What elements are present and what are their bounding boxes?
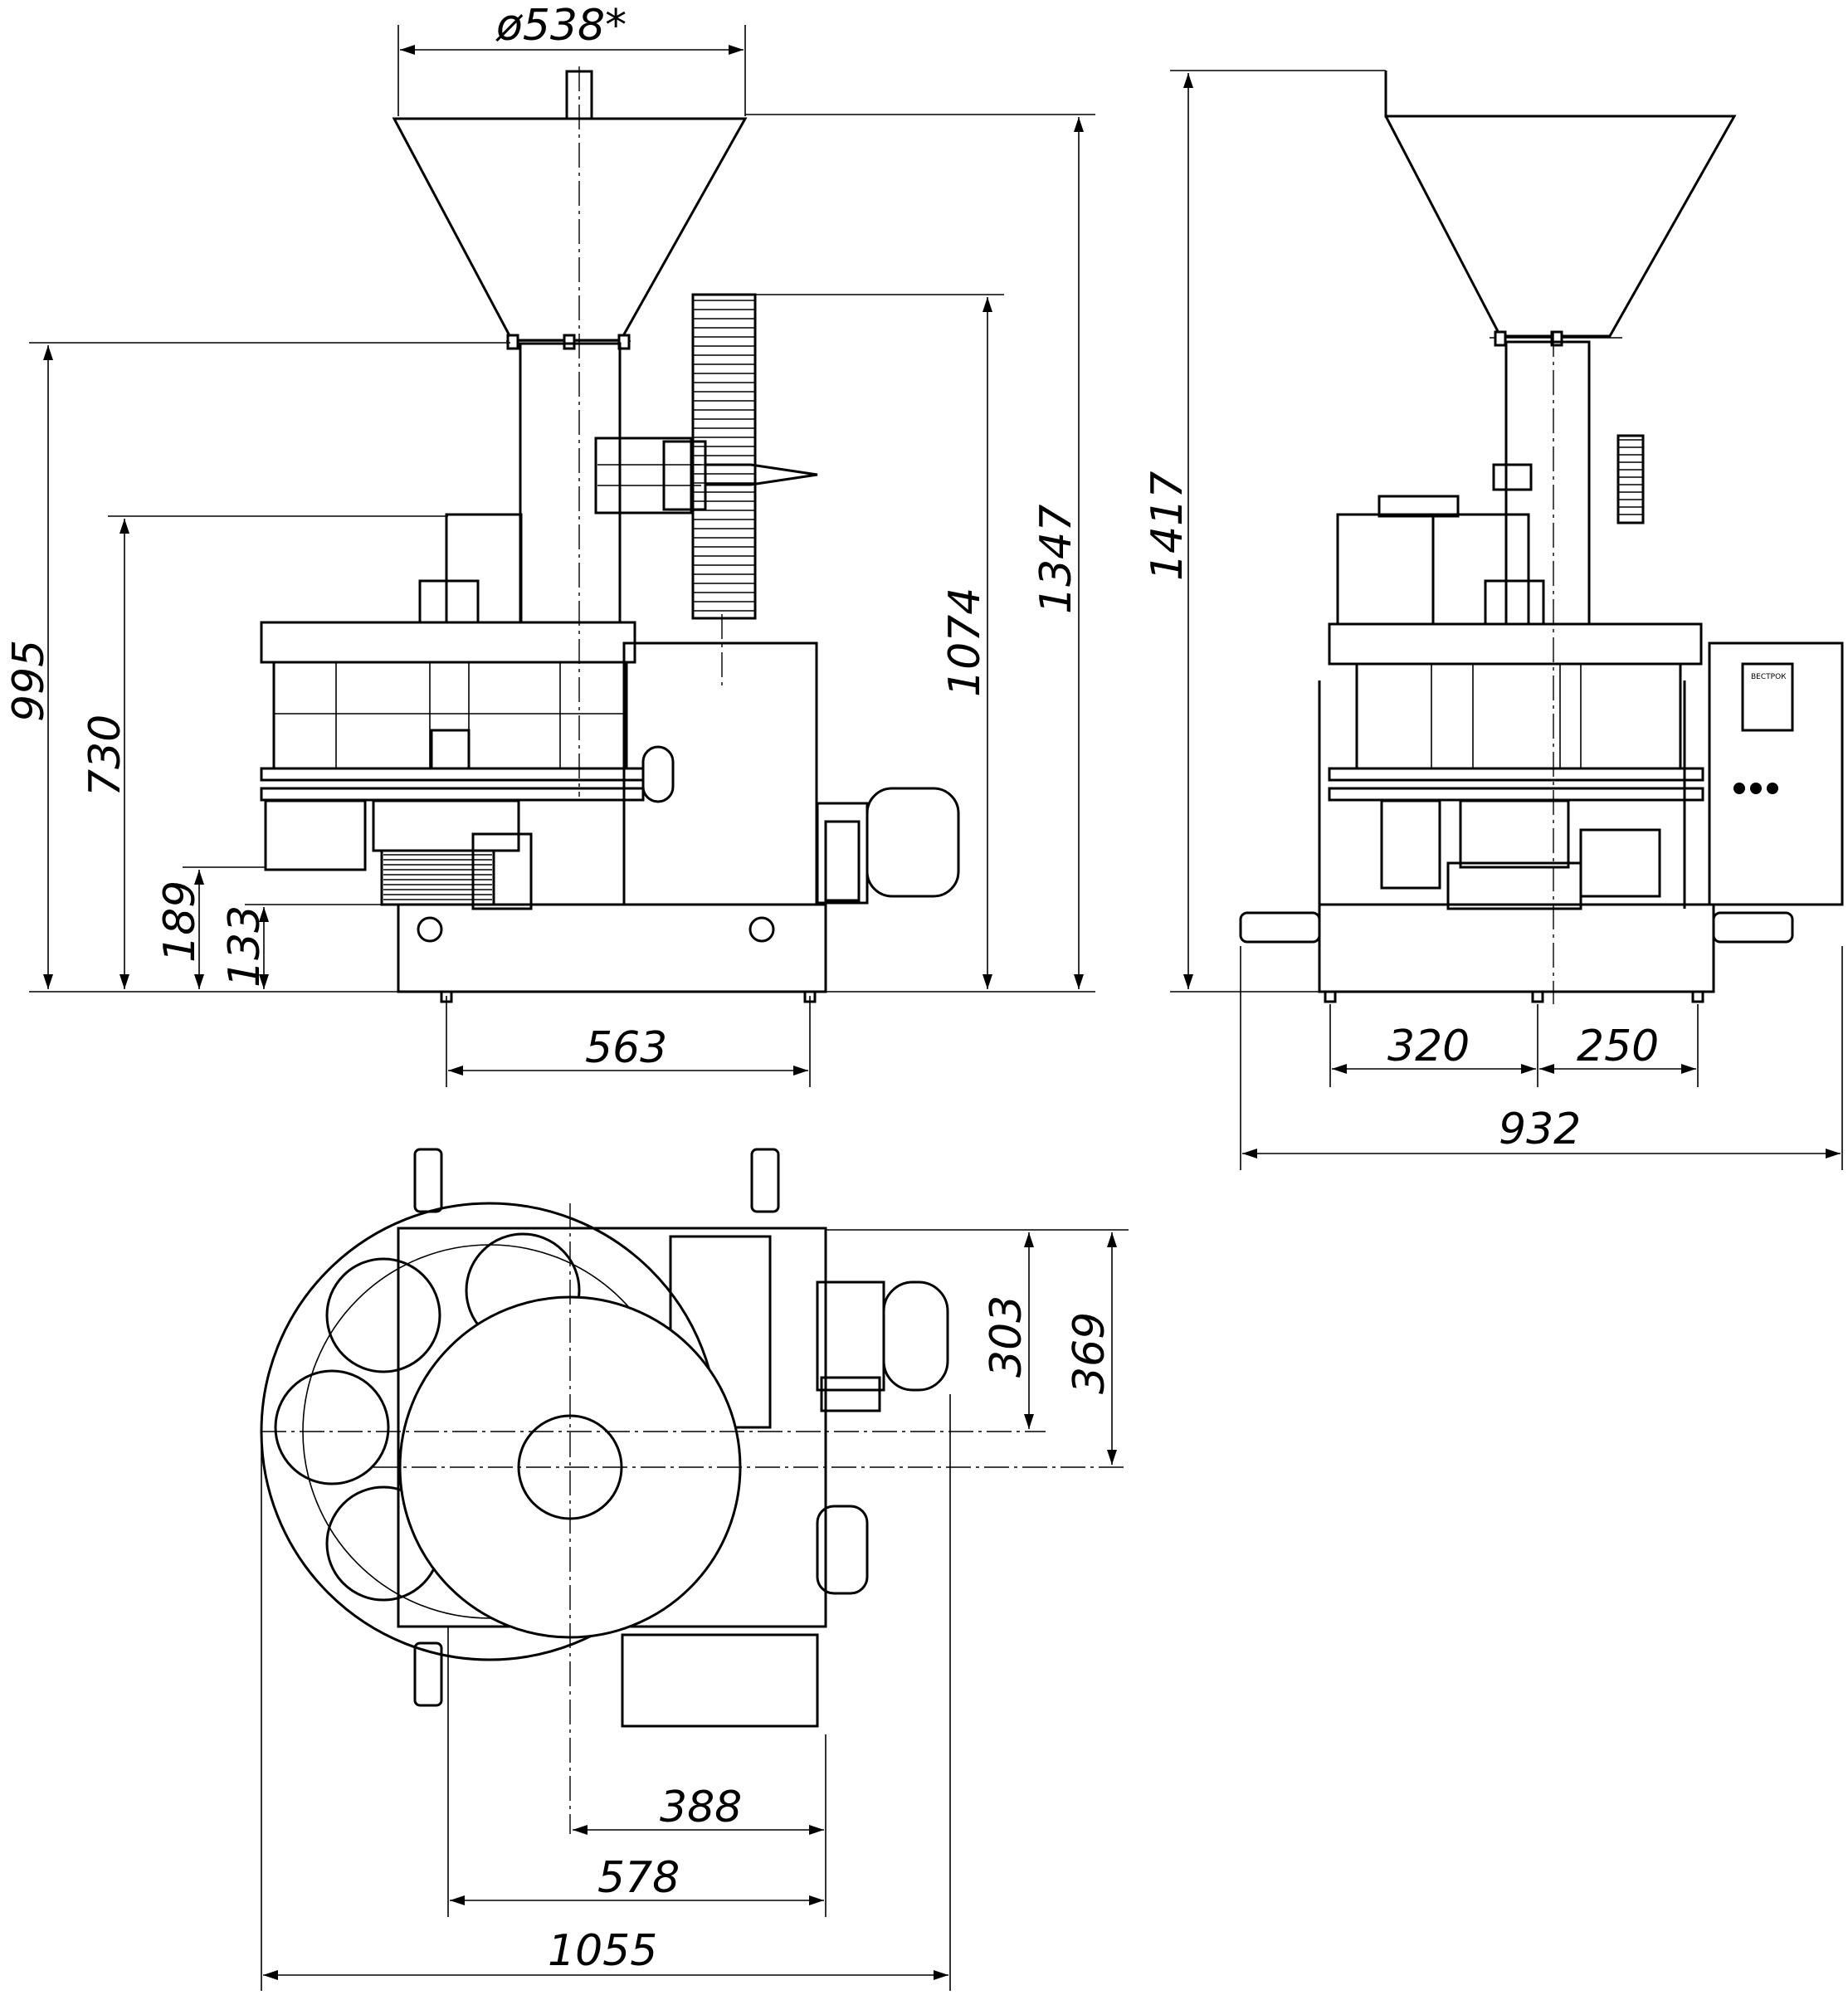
dim-320: 320 <box>1387 1022 1470 1071</box>
dim-189: 189 <box>155 880 205 963</box>
top-dimension-labels: 303 369 388 578 1055 <box>548 1295 1114 1976</box>
dim-995: 995 <box>4 640 54 722</box>
bellows <box>691 293 757 620</box>
dim-diameter: ø538* <box>495 1 627 51</box>
side-housing <box>1328 495 1704 802</box>
front-dimension-labels: ø538* 995 730 189 133 1074 1347 563 <box>4 1 1081 1073</box>
base-frame <box>397 903 827 1003</box>
dim-369: 369 <box>1065 1312 1114 1394</box>
dim-1074: 1074 <box>940 588 990 697</box>
dim-388: 388 <box>660 1783 742 1832</box>
side-motor <box>816 787 960 905</box>
dim-563: 563 <box>585 1023 667 1073</box>
side-view: ВЕСТРОК 1417 <box>1143 70 1844 1170</box>
front-dimensions <box>29 25 1095 1087</box>
dim-932: 932 <box>1499 1105 1581 1154</box>
upper-housing <box>445 513 523 624</box>
side-hopper <box>1384 71 1737 347</box>
panel-button-3 <box>1767 783 1778 794</box>
panel-button-1 <box>1733 783 1745 794</box>
dim-303: 303 <box>982 1295 1031 1378</box>
side-dimension-labels: 1417 320 250 932 <box>1143 471 1659 1154</box>
dim-730: 730 <box>80 715 130 797</box>
dim-1417: 1417 <box>1143 471 1192 581</box>
top-view: 303 369 388 578 1055 <box>260 1148 1129 1991</box>
feed-column <box>519 342 622 624</box>
dim-250: 250 <box>1577 1022 1659 1071</box>
side-control-panel: ВЕСТРОК <box>1708 641 1844 906</box>
top-dimensions <box>261 1229 1129 1991</box>
dim-1055: 1055 <box>548 1926 657 1976</box>
control-cabinet <box>622 614 818 906</box>
dosing-drum <box>260 621 645 802</box>
side-base-frame <box>1239 903 1794 1003</box>
clamp-lever <box>594 437 818 515</box>
dim-1347: 1347 <box>1031 505 1081 614</box>
side-dimensions <box>1170 70 1843 1170</box>
panel-brand: ВЕСТРОК <box>1751 673 1787 681</box>
top-motors <box>816 1280 949 1595</box>
side-lower-drive <box>1318 680 1686 910</box>
panel-button-2 <box>1750 783 1762 794</box>
dim-133: 133 <box>220 905 270 988</box>
dim-578: 578 <box>597 1853 680 1903</box>
front-view: ø538* 995 730 189 133 1074 1347 563 <box>4 1 1095 1087</box>
